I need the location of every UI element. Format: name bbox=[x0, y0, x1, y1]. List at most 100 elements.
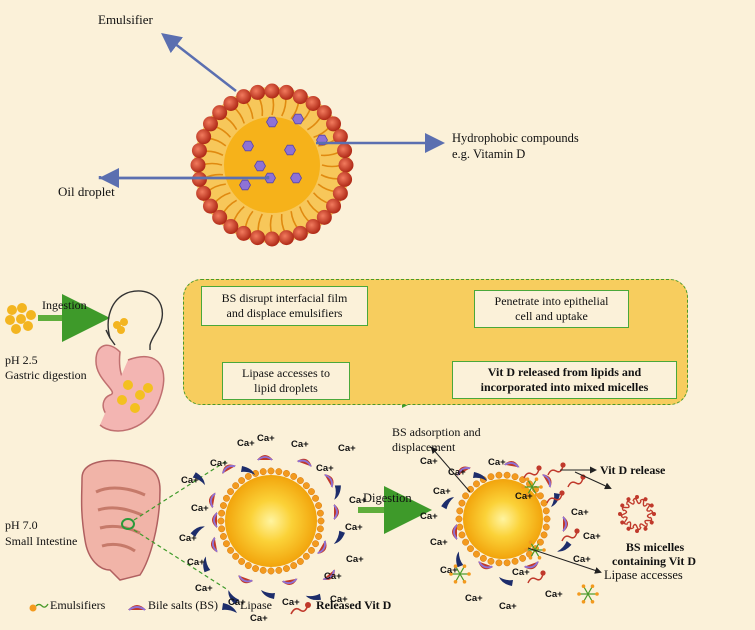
hydrophobic-label-line2: e.g. Vitamin D bbox=[452, 147, 526, 161]
released-vitd-head bbox=[559, 490, 565, 496]
bile-salt bbox=[317, 540, 327, 554]
emulsifier-head bbox=[458, 499, 466, 507]
legend-glyphs bbox=[29, 602, 311, 615]
micelle-tail bbox=[639, 498, 648, 507]
emulsifier-head bbox=[308, 488, 315, 496]
micelle-molecule bbox=[620, 503, 630, 512]
emulsifier-head bbox=[308, 546, 315, 554]
lipase-access-arrow bbox=[527, 547, 602, 574]
released-vitd bbox=[546, 490, 565, 504]
bile-salt-tail bbox=[453, 524, 458, 540]
emulsifier-head bbox=[537, 540, 542, 545]
lipase-body bbox=[499, 577, 513, 586]
micelle-head bbox=[618, 512, 622, 516]
digestion-label: Digestion bbox=[363, 491, 412, 505]
flow-box-penetrate-line2: cell and uptake bbox=[515, 309, 588, 323]
micelle-tail bbox=[646, 503, 651, 512]
micelle-tail bbox=[639, 523, 648, 528]
released-vitd-head bbox=[580, 474, 586, 480]
detached-emulsifier bbox=[577, 584, 599, 604]
calcium-ion-label: Ca+ bbox=[237, 438, 255, 449]
calcium-ion-label: Ca+ bbox=[191, 503, 209, 514]
calcium-ion-label: Ca+ bbox=[433, 486, 451, 497]
micelle-head bbox=[643, 526, 648, 531]
bile-salt-tail bbox=[457, 467, 471, 476]
emulsifier-head bbox=[524, 548, 528, 552]
micelle-molecule bbox=[626, 497, 635, 505]
released-vitd bbox=[527, 570, 546, 584]
emulsifier-head bbox=[462, 538, 470, 546]
intestine-ph-label: pH 7.0 bbox=[5, 518, 38, 532]
emulsifier-head bbox=[467, 572, 471, 576]
bile-salt bbox=[257, 455, 273, 461]
bile-salt-tail bbox=[478, 561, 493, 569]
calcium-ion-label: Ca+ bbox=[324, 571, 342, 582]
calcium-ion-label: Ca+ bbox=[545, 589, 563, 600]
surfactant-head bbox=[278, 230, 294, 246]
bile-salt bbox=[478, 561, 494, 570]
surfactant-head bbox=[316, 209, 332, 225]
emulsifier-tail bbox=[531, 486, 537, 495]
bile-salt-tail bbox=[209, 492, 216, 508]
emulsifier-head bbox=[487, 557, 495, 565]
emulsifier-head bbox=[244, 562, 252, 570]
calcium-ion-label: Ca+ bbox=[228, 597, 246, 608]
zoom-line-bottom bbox=[133, 529, 229, 591]
calcium-ion-label: Ca+ bbox=[573, 554, 591, 565]
lipase bbox=[228, 590, 240, 605]
lipase bbox=[456, 551, 464, 568]
micelle-head bbox=[620, 520, 625, 525]
emulsifier-head bbox=[217, 517, 225, 525]
emulsifier-tail bbox=[587, 586, 593, 595]
micelle-molecule bbox=[618, 509, 628, 519]
emulsifier-head bbox=[302, 552, 310, 560]
emulsifier-legend-icon bbox=[29, 603, 49, 612]
calcium-ion-label: Ca+ bbox=[448, 467, 466, 478]
emulsifier-head bbox=[590, 584, 595, 589]
calcium-ion-label: Ca+ bbox=[571, 507, 589, 518]
surfactant-head bbox=[250, 230, 266, 246]
surfactant-head bbox=[337, 171, 353, 187]
micelle-molecule bbox=[646, 503, 654, 512]
emulsifier-head bbox=[458, 531, 466, 539]
micelle-tail bbox=[646, 509, 654, 519]
flow-box-lipase-line2: lipid droplets bbox=[254, 381, 318, 395]
vitamin-d-molecule bbox=[239, 179, 251, 191]
released-vitd-head bbox=[574, 528, 580, 534]
surfactant-head bbox=[191, 171, 207, 187]
emulsifier-head bbox=[519, 554, 527, 562]
emulsifier-head bbox=[462, 579, 467, 584]
emulsifier-head bbox=[543, 515, 551, 523]
bile-salt bbox=[457, 466, 471, 476]
emulsifier-tail bbox=[527, 486, 533, 495]
emulsifier-head bbox=[534, 492, 539, 497]
calcium-ion-label: Ca+ bbox=[187, 557, 205, 568]
emulsifier-tail bbox=[530, 542, 536, 551]
vitamin-d-molecule bbox=[290, 172, 302, 184]
bile-salt-tail bbox=[282, 578, 298, 585]
emulsifier-head bbox=[511, 473, 519, 481]
emulsifier-head bbox=[238, 558, 246, 565]
bile-salt-tail bbox=[324, 474, 333, 488]
emulsifier-head bbox=[590, 599, 595, 604]
lipase bbox=[334, 485, 341, 500]
gastric-name-label: Gastric digestion bbox=[5, 368, 87, 382]
bile-salt-body bbox=[322, 569, 335, 581]
emulsifier-head bbox=[259, 566, 267, 574]
digested-droplet bbox=[455, 471, 551, 567]
emulsifier-head bbox=[542, 548, 546, 552]
released-vitd-tail bbox=[561, 531, 578, 542]
emulsifier-head bbox=[222, 494, 230, 502]
surfactant-head bbox=[305, 219, 321, 235]
calcium-ion-label: Ca+ bbox=[583, 531, 601, 542]
surfactant-head bbox=[338, 157, 354, 173]
emulsifier-head bbox=[495, 471, 503, 479]
micelle-head bbox=[635, 529, 639, 533]
released-vitd-head bbox=[560, 462, 566, 468]
flow-box-penetrate-line1: Penetrate into epithelial bbox=[494, 294, 609, 308]
emulsifier-tail bbox=[459, 566, 465, 575]
surfactant-head bbox=[202, 198, 218, 214]
bile-salt bbox=[452, 524, 458, 540]
lipase bbox=[333, 530, 345, 545]
